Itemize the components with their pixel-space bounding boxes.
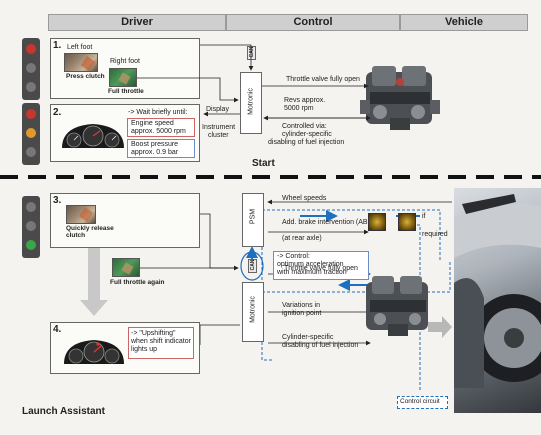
motronic-bottom-label: Motronic — [249, 296, 257, 323]
brake-caliper-icon — [398, 213, 416, 231]
instrument-cluster-icon — [60, 120, 126, 150]
lamp-red-off — [26, 202, 36, 212]
full-throttle-label: Full throttle — [108, 88, 144, 95]
press-clutch-label: Press clutch — [66, 73, 105, 80]
diagram-title: Launch Assistant — [22, 406, 105, 417]
step-2-number: 2. — [53, 107, 62, 118]
can-top-box — [247, 46, 256, 60]
quickly-release-label: Quickly release — [66, 225, 114, 232]
wheel-speeds-label: Wheel speeds — [282, 195, 327, 202]
engine-speed-box — [127, 118, 195, 137]
engine-speed-value: approx. 5000 rpm — [131, 128, 186, 135]
header-driver: Driver — [48, 14, 226, 31]
throttle-pedal-icon — [109, 68, 137, 87]
cyl-disable-label: disabling of fuel injection — [282, 342, 359, 349]
revs-label: Revs approx. — [284, 97, 326, 104]
step-3-number: 3. — [53, 195, 62, 206]
clutch-pedal-icon — [64, 53, 98, 72]
header-control: Control — [226, 14, 400, 31]
clutch-pedal-icon — [66, 205, 96, 224]
upshift-label-1: -> "Upshifting" — [131, 330, 176, 337]
lamp-green-off — [26, 147, 36, 157]
controlled-via-label: Controlled via: — [282, 123, 327, 130]
brake-caliper-icon — [368, 213, 386, 231]
instrument-label: Instrument — [202, 124, 236, 131]
instrument-cluster-icon — [62, 336, 126, 366]
required-label: required — [422, 231, 448, 238]
traffic-light-icon — [22, 38, 40, 100]
brake-intervention-label: Add. brake intervention (ABD) — [282, 219, 375, 226]
traffic-light-icon — [22, 196, 40, 258]
can-bottom-label: CAN — [250, 259, 256, 271]
control-label-2: optimum acceleration — [277, 261, 344, 268]
throttle-top-label: Throttle valve fully open — [286, 76, 360, 83]
control-circuit-label: Control circuit — [400, 398, 440, 405]
right-foot-label: Right foot — [110, 58, 140, 65]
display-label: Display — [206, 106, 229, 113]
lamp-green — [26, 240, 36, 250]
lamp-amber-off — [26, 63, 36, 73]
wait-label: -> Wait briefly until: — [128, 109, 188, 116]
upshift-label-3: lights up — [131, 346, 158, 353]
revs-value: 5000 rpm — [284, 105, 314, 112]
header-vehicle: Vehicle — [400, 14, 528, 31]
control-circuit-box — [397, 396, 448, 409]
control-optimum-box — [273, 251, 369, 280]
engine-icon — [360, 272, 436, 342]
step-1-number: 1. — [53, 40, 62, 51]
engine-icon — [360, 62, 440, 136]
boost-pressure-box — [127, 139, 195, 158]
psm-label: PSM — [249, 208, 257, 225]
rear-axle-label: (at rear axle) — [282, 235, 322, 242]
psm-box — [242, 193, 264, 247]
upshift-label-2: when shift indicator — [131, 338, 191, 345]
controlled-cyl-label: cylinder-specific — [282, 131, 332, 138]
boost-pressure-label: Boost pressure — [131, 141, 179, 148]
lamp-red — [26, 109, 36, 119]
can-bottom-box — [248, 259, 257, 273]
clutch-label: clutch — [66, 232, 86, 239]
lamp-green-off — [26, 82, 36, 92]
controlled-disable-label: disabling of fuel injection — [268, 139, 345, 146]
traffic-light-icon — [22, 103, 40, 165]
lamp-red — [26, 44, 36, 54]
upshift-box — [128, 327, 194, 359]
lamp-amber-off — [26, 221, 36, 231]
cluster-label: cluster — [208, 132, 229, 139]
if-label: if — [422, 213, 426, 220]
lamp-amber — [26, 128, 36, 138]
cyl-specific-label: Cylinder-specific — [282, 334, 334, 341]
throttle-bottom-label: Throttle valve fully open — [284, 265, 358, 272]
variations-label-1: Variations in — [282, 302, 321, 309]
left-foot-label: Left foot — [67, 44, 93, 51]
start-label: Start — [252, 158, 275, 169]
control-label-3: with maximum traction — [277, 269, 347, 276]
motronic-top-box — [240, 72, 262, 134]
full-throttle-again-label: Full throttle again — [110, 279, 165, 286]
car-photo-icon — [454, 188, 541, 413]
engine-speed-label: Engine speed — [131, 120, 174, 127]
step-4-number: 4. — [53, 324, 62, 335]
control-label-1: -> Control: — [277, 253, 310, 260]
throttle-pedal-icon — [112, 258, 140, 277]
variations-label-2: ignition point — [282, 310, 322, 317]
motronic-bottom-box — [242, 282, 264, 342]
boost-pressure-value: approx. 0.9 bar — [131, 149, 179, 156]
